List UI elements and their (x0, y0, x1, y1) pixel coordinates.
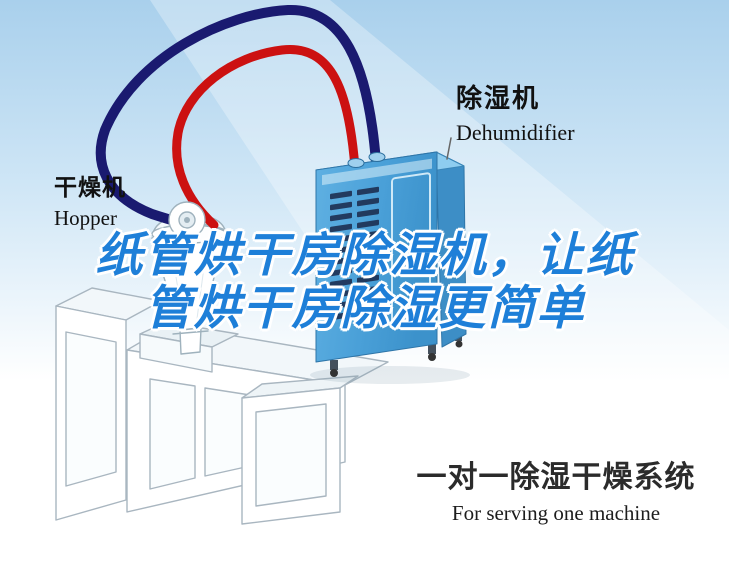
vent-grille (330, 186, 379, 321)
navy-pipe (95, 4, 381, 232)
extruder-machine (55, 287, 389, 525)
machine-shadow (310, 366, 470, 384)
pipes (95, 4, 381, 232)
headline-line2: 管烘干房除湿更简单 (144, 281, 586, 335)
dehumidifier-label: 除湿机 Dehumidifier (456, 78, 575, 146)
pipe-fittings (347, 152, 386, 168)
dehumidifier-machine (310, 151, 470, 384)
caption: 一对一除湿干燥系统 For serving one machine (396, 452, 716, 526)
dehumidifier-leader-line (446, 137, 452, 160)
dehumidifier-door (391, 172, 431, 328)
caption-en: For serving one machine (451, 501, 661, 525)
hopper-label-zh: 干燥机 (54, 174, 126, 200)
motor-pulley (168, 201, 206, 239)
dehumidifier-label-en: Dehumidifier (456, 120, 575, 145)
headline: 纸管烘干房除湿机，让纸 管烘干房除湿更简单 (40, 228, 690, 334)
hopper-label: 干燥机 Hopper (54, 168, 126, 231)
headline-line1: 纸管烘干房除湿机，让纸 (95, 228, 635, 281)
caption-zh: 一对一除湿干燥系统 (416, 461, 696, 494)
dehumidifier-label-zh: 除湿机 (456, 83, 541, 113)
hopper-label-en: Hopper (54, 206, 117, 230)
red-pipe (172, 45, 360, 230)
